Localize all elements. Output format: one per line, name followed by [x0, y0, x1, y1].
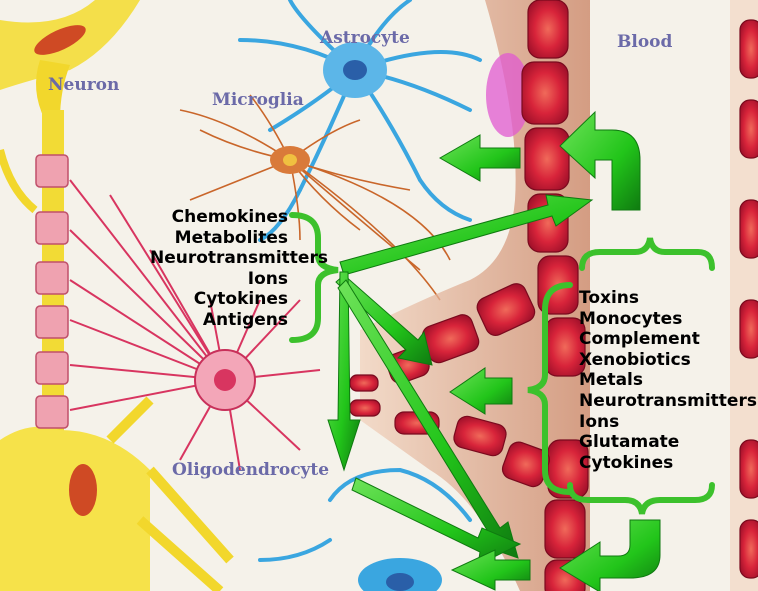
oligodendrocyte-label: Oligodendrocyte	[172, 460, 329, 480]
list-item: Antigens	[150, 310, 288, 331]
list-item: Chemokines	[150, 207, 288, 228]
list-item: Cytokines	[150, 289, 288, 310]
list-item: Ions	[150, 269, 288, 290]
neuron-label: Neuron	[48, 75, 119, 95]
list-item: Monocytes	[579, 309, 757, 330]
brain-to-blood-list: Chemokines Metabolites Neurotransmitters…	[150, 207, 288, 331]
list-item: Xenobiotics	[579, 350, 757, 371]
list-item: Metals	[579, 370, 757, 391]
list-item: Ions	[579, 412, 757, 433]
oligodendrocyte-body	[195, 350, 255, 410]
blood-to-brain-list: Toxins Monocytes Complement Xenobiotics …	[579, 288, 757, 473]
list-item: Complement	[579, 329, 757, 350]
list-item: Toxins	[579, 288, 757, 309]
list-item: Cytokines	[579, 453, 757, 474]
astrocyte-label: Astrocyte	[320, 28, 410, 48]
list-item: Neurotransmitters	[150, 248, 288, 269]
list-item: Glutamate	[579, 432, 757, 453]
list-item: Neurotransmitters	[579, 391, 757, 412]
list-item: Metabolites	[150, 228, 288, 249]
microglia-nucleus	[283, 154, 297, 166]
microglia-label: Microglia	[212, 90, 304, 110]
blood-label: Blood	[617, 32, 672, 52]
